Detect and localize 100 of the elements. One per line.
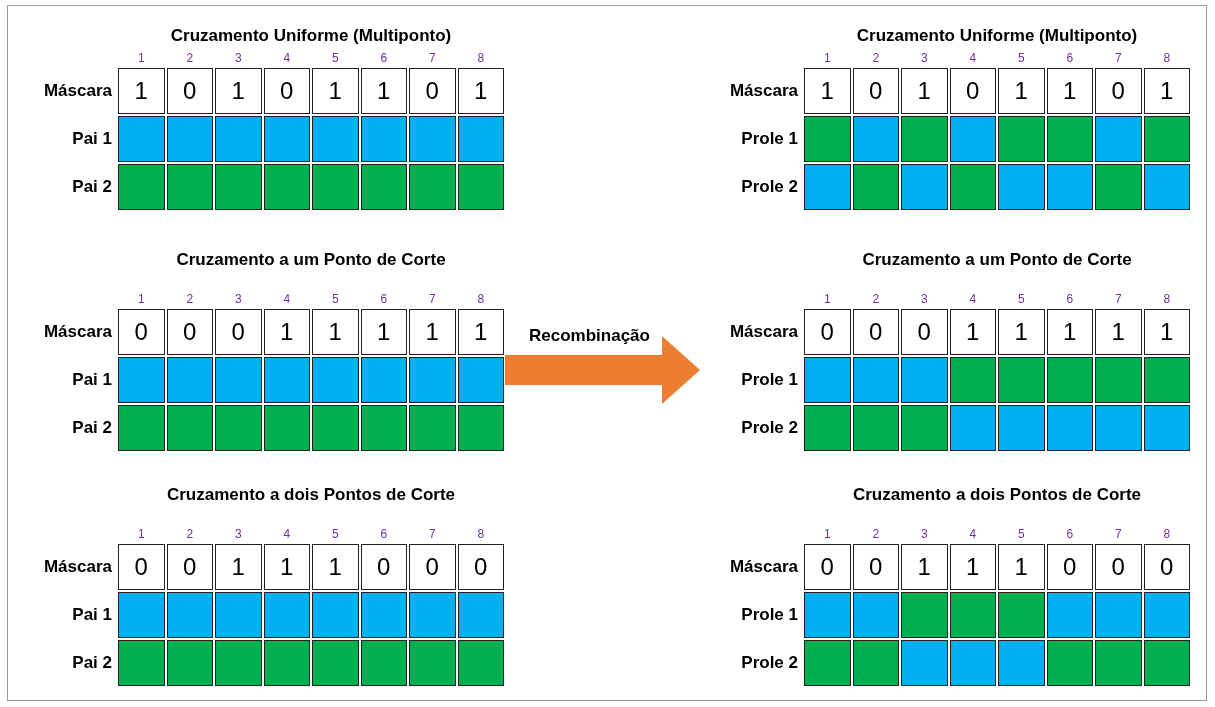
- row-label: Prole 2: [741, 653, 798, 673]
- column-number: 6: [379, 527, 389, 541]
- table-title: Cruzamento a um Ponto de Corte: [175, 250, 447, 270]
- column-number: 1: [136, 51, 146, 65]
- color-cell: [901, 164, 948, 210]
- color-cell: [949, 164, 996, 210]
- column-number: 1: [822, 527, 832, 541]
- color-cell: [215, 164, 262, 210]
- color-cell: [804, 116, 851, 162]
- color-cell: [901, 640, 948, 686]
- row-label: Prole 1: [741, 129, 798, 149]
- column-number: 5: [330, 292, 340, 306]
- color-cell: [1046, 640, 1093, 686]
- color-cell: [998, 405, 1045, 451]
- column-number: 8: [1162, 292, 1172, 306]
- column-number: 4: [282, 527, 292, 541]
- column-number: 3: [919, 527, 929, 541]
- color-cell: [949, 592, 996, 638]
- color-cell: [409, 164, 456, 210]
- color-cell: [949, 405, 996, 451]
- column-number: 6: [379, 51, 389, 65]
- column-number: 6: [1065, 527, 1075, 541]
- mask-cell: 1: [998, 544, 1045, 590]
- row-label: Prole 2: [741, 177, 798, 197]
- color-cell: [1143, 640, 1190, 686]
- table-title: Cruzamento Uniforme (Multiponto): [855, 26, 1139, 46]
- mask-cell: 1: [901, 68, 948, 114]
- mask-cell: 1: [1095, 309, 1142, 355]
- color-cell: [949, 357, 996, 403]
- color-cell: [166, 116, 213, 162]
- column-number: 2: [185, 51, 195, 65]
- color-cell: [360, 357, 407, 403]
- color-cell: [457, 592, 504, 638]
- color-cell: [457, 640, 504, 686]
- mask-cell: 0: [166, 544, 213, 590]
- color-cell: [409, 405, 456, 451]
- column-number: 8: [1162, 51, 1172, 65]
- column-number: 5: [1016, 51, 1026, 65]
- mask-cell: 1: [949, 309, 996, 355]
- mask-cell: 0: [166, 309, 213, 355]
- row-label: Máscara: [729, 322, 798, 342]
- mask-cell: 1: [312, 544, 359, 590]
- color-cell: [166, 592, 213, 638]
- color-cell: [998, 640, 1045, 686]
- mask-cell: 1: [1046, 68, 1093, 114]
- color-cell: [312, 592, 359, 638]
- column-number: 8: [1162, 527, 1172, 541]
- mask-cell: 1: [804, 68, 851, 114]
- color-cell: [998, 116, 1045, 162]
- row-label: Máscara: [729, 81, 798, 101]
- row-label: Prole 1: [741, 605, 798, 625]
- mask-cell: 0: [1046, 544, 1093, 590]
- mask-cell: 1: [215, 544, 262, 590]
- row-label: Pai 2: [72, 418, 112, 438]
- mask-cell: 0: [215, 309, 262, 355]
- column-number: 1: [136, 527, 146, 541]
- color-cell: [263, 640, 310, 686]
- row-label: Pai 2: [72, 653, 112, 673]
- color-cell: [409, 592, 456, 638]
- mask-cell: 0: [852, 309, 899, 355]
- mask-cell: 1: [1046, 309, 1093, 355]
- mask-cell: 1: [409, 309, 456, 355]
- mask-cell: 0: [360, 544, 407, 590]
- mask-cell: 1: [312, 68, 359, 114]
- mask-cell: 0: [804, 544, 851, 590]
- color-cell: [118, 640, 165, 686]
- row-label: Pai 1: [72, 129, 112, 149]
- row-label: Máscara: [43, 81, 112, 101]
- color-cell: [215, 405, 262, 451]
- color-cell: [312, 116, 359, 162]
- column-number: 2: [871, 51, 881, 65]
- color-cell: [263, 116, 310, 162]
- column-number: 5: [330, 51, 340, 65]
- color-cell: [1143, 164, 1190, 210]
- color-cell: [215, 640, 262, 686]
- mask-cell: 1: [215, 68, 262, 114]
- column-number: 7: [1113, 292, 1123, 306]
- column-number: 1: [822, 292, 832, 306]
- row-label: Máscara: [43, 557, 112, 577]
- color-cell: [804, 640, 851, 686]
- table-title: Cruzamento a dois Pontos de Corte: [851, 485, 1143, 505]
- mask-cell: 0: [457, 544, 504, 590]
- row-label: Pai 1: [72, 605, 112, 625]
- mask-cell: 1: [457, 68, 504, 114]
- color-cell: [263, 164, 310, 210]
- column-number: 3: [233, 527, 243, 541]
- mask-cell: 0: [409, 68, 456, 114]
- column-number: 7: [1113, 527, 1123, 541]
- row-label: Máscara: [43, 322, 112, 342]
- color-cell: [949, 116, 996, 162]
- mask-cell: 0: [118, 544, 165, 590]
- color-cell: [215, 116, 262, 162]
- column-number: 7: [1113, 51, 1123, 65]
- color-cell: [263, 357, 310, 403]
- color-cell: [1046, 164, 1093, 210]
- table-title: Cruzamento a um Ponto de Corte: [861, 250, 1133, 270]
- color-cell: [360, 116, 407, 162]
- color-cell: [166, 357, 213, 403]
- mask-cell: 1: [998, 68, 1045, 114]
- color-cell: [852, 640, 899, 686]
